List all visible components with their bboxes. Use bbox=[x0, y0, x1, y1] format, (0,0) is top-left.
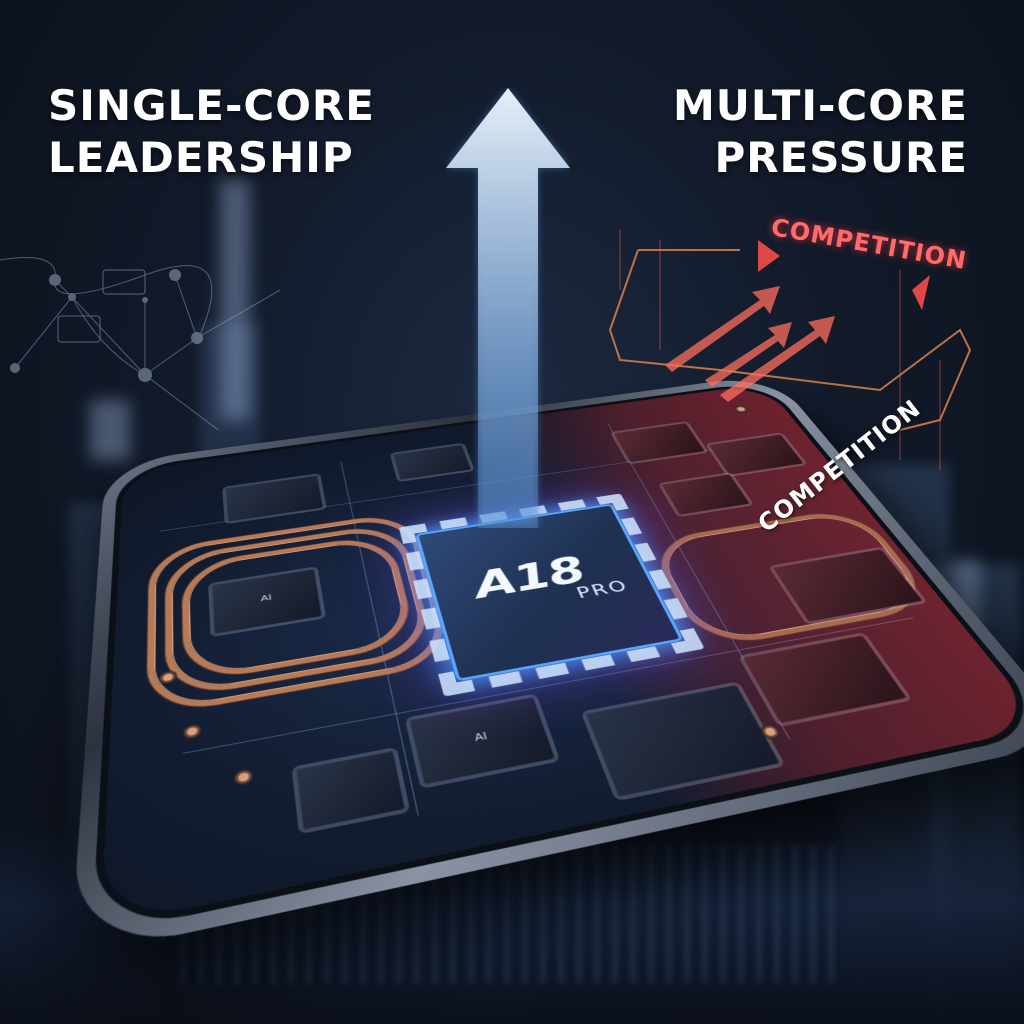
headline-single-core: SINGLE-CORE LEADERSHIP bbox=[48, 80, 375, 184]
network-graph-icon bbox=[0, 257, 280, 430]
headline-line: MULTI-CORE bbox=[673, 81, 968, 130]
chip-label: AI bbox=[260, 592, 273, 604]
ic-chip bbox=[295, 750, 407, 831]
up-arrow-icon bbox=[446, 88, 570, 528]
contact-pad bbox=[233, 767, 255, 787]
light-streak bbox=[220, 180, 250, 420]
ai-chip: AI bbox=[408, 696, 556, 786]
contact-pad bbox=[182, 722, 203, 741]
headline-line: LEADERSHIP bbox=[48, 133, 354, 182]
ic-chip bbox=[225, 475, 324, 523]
headline-multi-core: MULTI-CORE PRESSURE bbox=[673, 80, 968, 184]
chip-label: AI bbox=[472, 729, 489, 744]
red-arrows-icon bbox=[608, 230, 972, 470]
light-streak bbox=[90, 400, 130, 460]
headline-line: SINGLE-CORE bbox=[48, 81, 375, 130]
headline-line: PRESSURE bbox=[714, 133, 968, 182]
